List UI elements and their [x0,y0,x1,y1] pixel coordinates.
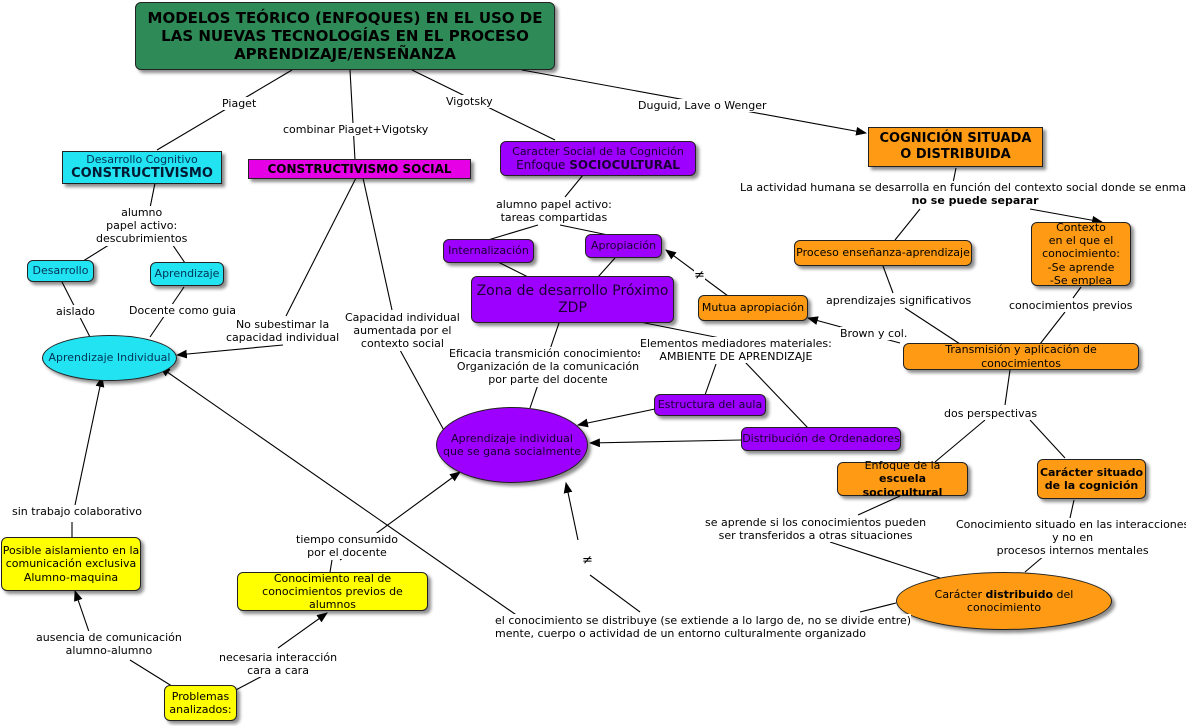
label-docente-guia: Docente como guia [129,304,237,318]
label-combinar: combinar Piaget+Vigotsky [283,123,429,137]
label-eficacia: Eficacia transmición conocimientos:Organ… [449,347,647,387]
contexto-node: Contexto en el que el conocimiento: -Se … [1031,221,1131,287]
label-vigotsky: Vigotsky [446,95,493,109]
contexto-line-4: -Se emplea [1049,273,1113,287]
title-node: MODELOS TEÓRICO (ENFOQUES) EN EL USO DE … [135,2,555,70]
problemas-node: Problemas analizados: [164,685,237,721]
zdp-line-1: Zona de desarrollo Próximo [476,282,669,299]
title-line-3: APRENDIZAJE/ENSEÑANZA [234,45,456,63]
contexto-line-2: en el que el conocimiento: [1042,234,1120,261]
problemas-line-1: Problemas [171,689,230,703]
sociocultural-prefix: Enfoque [516,157,570,172]
label-actividad-humana: La actividad humana se desarrolla en fun… [740,181,1186,208]
label-conocimiento-situado: Conocimiento situado en las interaccione… [956,518,1186,558]
apropiacion-node: Apropiación [585,234,662,258]
sociocultural-subtitle: Caracter Social de la Cognición [512,144,684,158]
label-aislado: aislado [56,305,96,319]
label-brown: Brown y col. [840,327,908,341]
not-equal-symbol-upper: ≠ [694,268,705,283]
aislamiento-node: Posible aislamiento en la comunicación e… [1,537,141,591]
caracter-distribuido-suffix: del conocimiento [966,587,1074,614]
constructivismo-title: CONSTRUCTIVISMO [71,166,213,182]
proceso-ea-node: Proceso enseñanza-aprendizaje [794,240,972,266]
enfoque-escuela-line-2: escuela sociocultural [862,472,943,499]
conocimiento-real-line-2: conocimientos previos de alumnos [262,584,403,612]
conocimiento-real-node: Conocimiento real de conocimientos previ… [237,572,428,611]
contexto-line-3: -Se aprende [1047,260,1115,274]
transmision-node: Transmisión y aplicación de conocimiento… [903,343,1139,370]
constructivismo-node: Desarrollo Cognitivo CONSTRUCTIVISMO [62,151,222,184]
label-se-distribuye: el conocimiento se distribuye (se extien… [495,614,912,641]
apropiacion-label: Apropiación [590,239,657,253]
aprendizaje-social-node: Aprendizaje individual que se gana socia… [436,407,588,483]
title-line-1: MODELOS TEÓRICO (ENFOQUES) EN EL USO DE [147,9,543,27]
cognicion-situada-line-2: O DISTRIBUIDA [900,147,1011,162]
mutua-apropiacion-node: Mutua apropiación [698,295,808,321]
label-dos-perspectivas: dos perspectivas [944,407,1038,421]
caracter-distribuido-prefix: Carácter [934,587,986,601]
label-duguid: Duguid, Lave o Wenger [638,99,767,113]
aprendizaje-node: Aprendizaje [150,262,224,286]
constructivismo-subtitle: Desarrollo Cognitivo [86,153,198,167]
caracter-situado-node: Carácter situado de la cognición [1037,459,1146,499]
cognicion-situada-node: COGNICIÓN SITUADA O DISTRIBUIDA [868,127,1043,167]
desarrollo-label: Desarrollo [32,264,89,278]
enfoque-escuela-line-1: Enfoque de la [864,459,941,473]
aprendizaje-label: Aprendizaje [154,267,220,281]
constructivismo-social-node: CONSTRUCTIVISMO SOCIAL [248,159,471,179]
mutua-apropiacion-label: Mutua apropiación [701,301,805,315]
transmision-label: Transmisión y aplicación de conocimiento… [945,343,1097,370]
contexto-line-1: Contexto [1056,221,1106,235]
caracter-situado-line-1: Carácter situado [1039,465,1144,479]
label-alumno-tareas: alumno papel activo:tareas compartidas [496,198,612,225]
aprendizaje-social-line-2: que se gana socialmente [442,445,582,458]
label-elementos: Elementos mediadores materiales:AMBIENTE… [640,337,832,364]
title-line-2: LAS NUEVAS TECNOLOGÍAS EN EL PROCESO [161,27,529,45]
zdp-line-2: ZDP [558,299,587,316]
sociocultural-node: Caracter Social de la Cognición Enfoque … [500,141,696,176]
constructivismo-social-label: CONSTRUCTIVISMO SOCIAL [267,161,452,176]
estructura-aula-label: Estructura del aula [657,398,763,412]
aislamiento-line-1: Posible aislamiento en la [2,544,140,558]
conocimiento-real-line-1: Conocimiento real de [273,571,392,585]
not-equal-symbol-lower: ≠ [582,553,593,568]
desarrollo-node: Desarrollo [27,260,94,282]
distribucion-ordenadores-label: Distribución de Ordenadores [742,432,900,446]
sociocultural-title: SOCIOCULTURAL [569,157,680,172]
proceso-ea-label: Proceso enseñanza-aprendizaje [796,246,970,260]
aprendizaje-social-line-1: Aprendizaje individual [451,431,573,445]
aprendizaje-individual-node: Aprendizaje Individual [42,335,177,381]
distribucion-ordenadores-node: Distribución de Ordenadores [741,427,901,451]
label-sin-trabajo: sin trabajo colaborativo [12,505,142,519]
internalizacion-node: Internalización [443,239,534,263]
problemas-line-2: analizados: [169,703,232,716]
label-conocimientos-previos: conocimientos previos [1009,299,1133,313]
label-aprendizajes-significativos: aprendizajes significativos [826,294,972,308]
aislamiento-line-3: Alumno-maquina [23,570,119,584]
caracter-distribuido-bold: distribuido [985,587,1054,601]
caracter-distribuido-node: Carácter distribuido del conocimiento [896,572,1112,630]
aprendizaje-individual-label: Aprendizaje Individual [48,351,171,365]
cognicion-situada-line-1: COGNICIÓN SITUADA [879,131,1032,147]
caracter-situado-line-2: de la cognición [1044,479,1139,492]
aislamiento-line-2: comunicación exclusiva [5,557,137,571]
enfoque-escuela-node: Enfoque de la escuela sociocultural [837,459,968,499]
zdp-node: Zona de desarrollo Próximo ZDP [471,276,674,323]
label-piaget: Piaget [222,97,257,111]
estructura-aula-node: Estructura del aula [654,394,766,416]
internalizacion-label: Internalización [448,244,529,258]
